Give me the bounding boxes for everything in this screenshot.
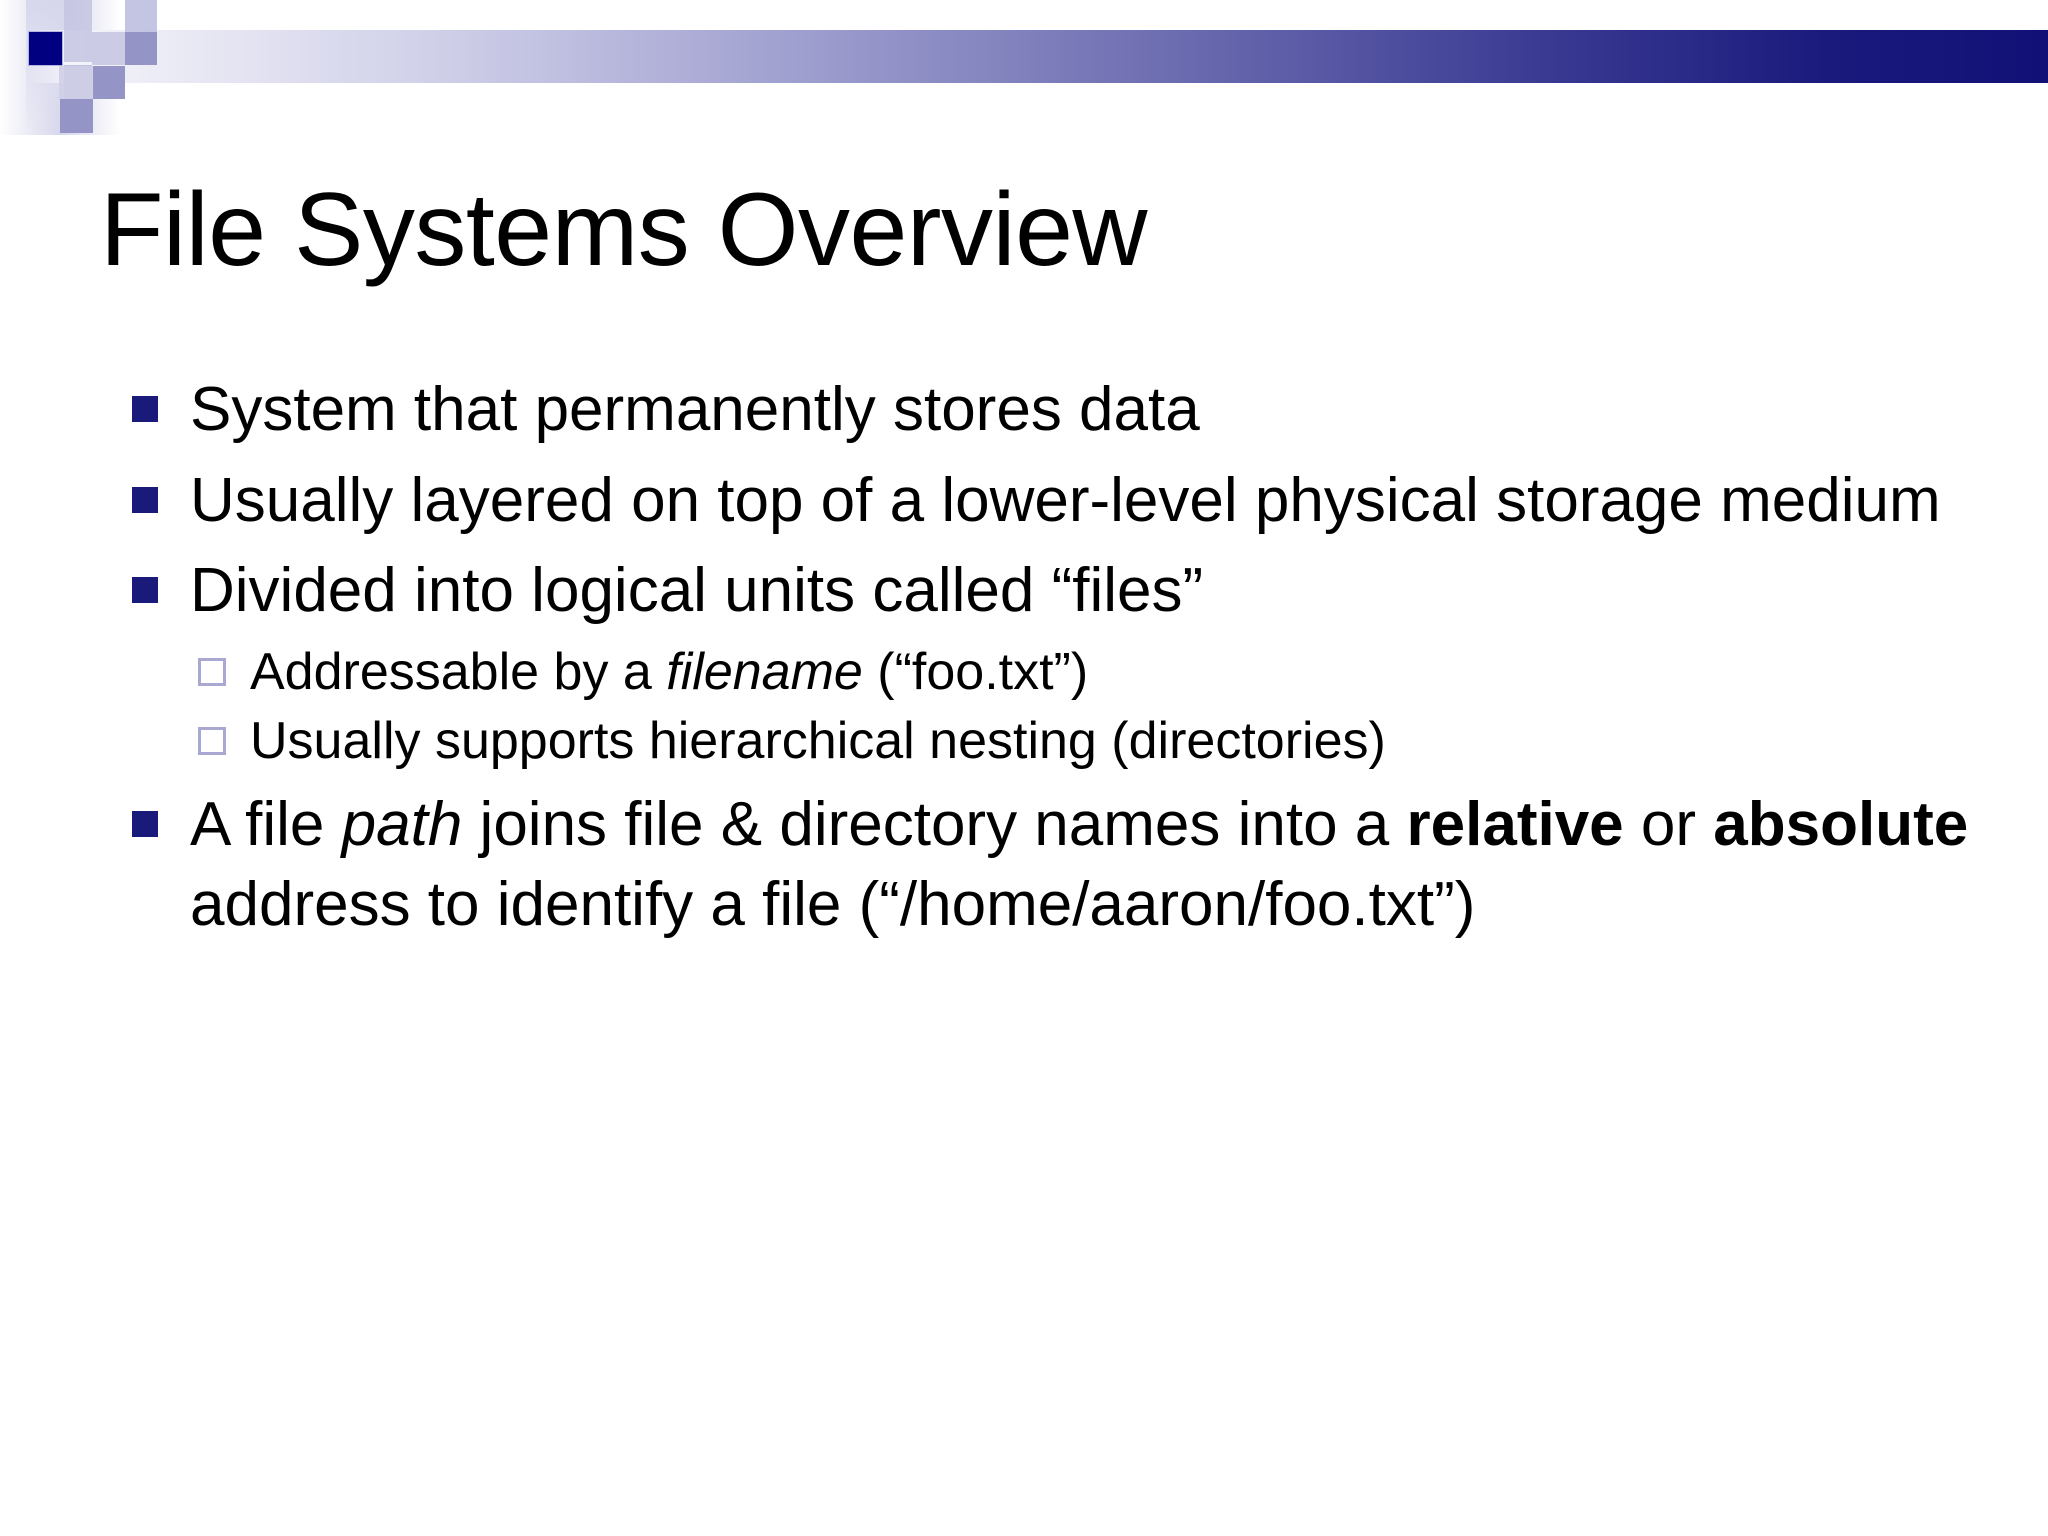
bullet-list-level1: System that permanently stores data Usua…: [120, 370, 1980, 946]
subbullet-text: Usually supports hierarchical nesting (d…: [250, 712, 1386, 771]
bullet-hollow-square-icon: [198, 657, 226, 686]
subbullet-item-hierarchical-nesting: Usually supports hierarchical nesting (d…: [190, 709, 1980, 775]
banner-gradient-bar: [28, 30, 2048, 83]
bullet-list-level2: Addressable by a filename (“foo.txt”) Us…: [190, 640, 1980, 775]
subbullet-text-part: (“foo.txt”): [862, 642, 1089, 701]
mosaic-square-mid-purple: [125, 32, 157, 65]
bullet-text-part: joins file & directory names into a: [462, 789, 1407, 859]
bullet-text-part: A file: [190, 789, 342, 859]
mosaic-square-row2-light: [59, 66, 93, 99]
bullet-text-strong: absolute: [1713, 789, 1969, 859]
subbullet-text-part: Addressable by a: [250, 642, 667, 701]
mosaic-square-mid-light: [92, 32, 125, 65]
bullet-text-emphasis: path: [341, 789, 463, 859]
bullet-item-divided-into-files: Divided into logical units called “files…: [120, 551, 1980, 775]
slide-header-banner: [0, 0, 2048, 135]
bullet-square-icon: [132, 810, 158, 837]
bullet-item-permanent-storage: System that permanently stores data: [120, 370, 1980, 451]
bullet-square-icon: [132, 486, 158, 513]
bullet-hollow-square-icon: [198, 727, 226, 756]
mosaic-square-row3-purple: [60, 99, 93, 133]
mosaic-square-accent-navy: [28, 31, 63, 66]
mosaic-square-row2-purple: [93, 66, 125, 99]
slide-body: System that permanently stores data Usua…: [120, 370, 1980, 956]
slide-title: File Systems Overview: [100, 172, 1148, 288]
bullet-item-file-path: A file path joins file & directory names…: [120, 785, 1980, 946]
bullet-text: System that permanently stores data: [190, 375, 1200, 444]
bullet-text-part: or: [1623, 789, 1714, 859]
subbullet-item-addressable-by-filename: Addressable by a filename (“foo.txt”): [190, 640, 1980, 706]
subbullet-text-emphasis: filename: [666, 642, 863, 701]
bullet-text: Usually layered on top of a lower-level …: [190, 465, 1941, 535]
mosaic-square-upper-left: [64, 0, 92, 62]
bullet-text: Divided into logical units called “files…: [190, 556, 1204, 626]
bullet-square-icon: [132, 577, 158, 604]
bullet-text-part: address to identify a file (“/home/aaron…: [190, 870, 1476, 940]
bullet-text-strong: relative: [1406, 789, 1624, 859]
mosaic-square-top-mid: [125, 0, 157, 33]
bullet-item-layered-on-physical: Usually layered on top of a lower-level …: [120, 461, 1980, 542]
bullet-square-icon: [132, 396, 158, 422]
